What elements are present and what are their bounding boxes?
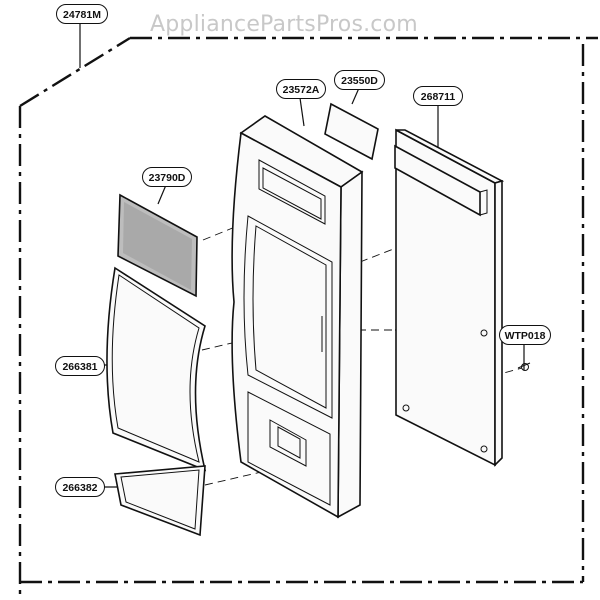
lower-panel-part xyxy=(114,465,206,537)
callout-assembly: 24781M xyxy=(56,4,108,24)
watermark-text: AppliancePartsPros.com xyxy=(150,12,418,37)
callout-upper-panel: 266381 xyxy=(55,356,105,376)
callout-screw: WTP018 xyxy=(499,325,551,345)
callout-label: 23790D xyxy=(142,167,192,187)
label-part xyxy=(117,193,198,298)
callout-window: 23550D xyxy=(334,70,385,90)
callout-lower-panel: 266382 xyxy=(55,477,105,497)
upper-panel-part xyxy=(106,266,207,472)
assembly-boundary xyxy=(18,36,598,598)
screw-part xyxy=(517,362,531,371)
display-window-part xyxy=(324,102,379,161)
control-frame-part xyxy=(231,115,364,519)
callout-frame: 23572A xyxy=(276,79,326,99)
callout-board: 268711 xyxy=(413,86,463,106)
control-board-part xyxy=(394,128,505,467)
